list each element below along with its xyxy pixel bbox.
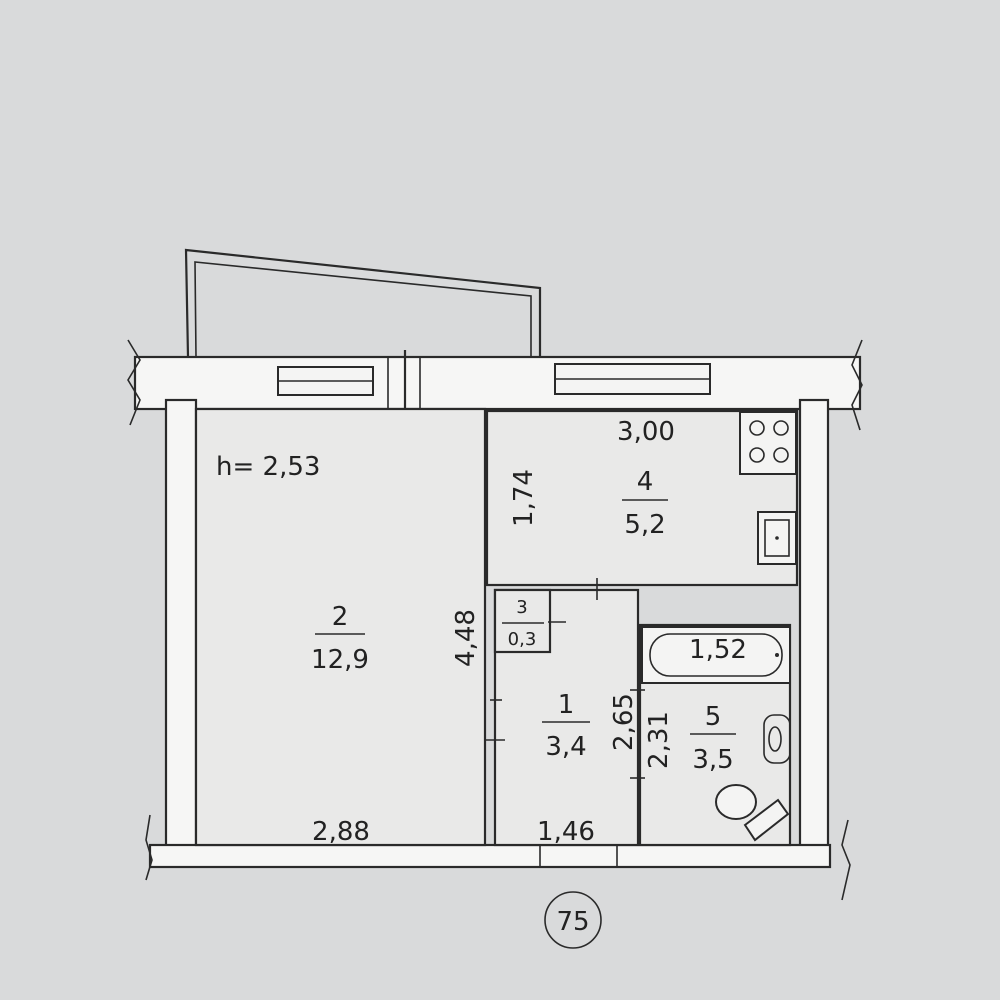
bath-width-dim: 1,52 (689, 635, 747, 665)
room-2-depth-dim: 4,48 (451, 609, 481, 667)
room-5-number: 5 (705, 702, 722, 732)
bathtub-icon (641, 626, 791, 684)
room-4-area: 5,2 (624, 510, 665, 540)
balcony-door (387, 350, 421, 418)
room-2-area: 12,9 (311, 645, 369, 675)
room-2-width-dim: 2,88 (312, 817, 370, 847)
kitchen-width-dim: 3,00 (617, 417, 675, 447)
room-1-hall (493, 588, 640, 847)
building-number: 75 (556, 907, 589, 937)
kitchen-sink-icon (757, 511, 797, 565)
window-room2 (277, 366, 374, 396)
stove-icon (739, 411, 797, 475)
toilet-icon (715, 784, 790, 842)
room-3-closet (493, 588, 552, 654)
kitchen-depth-dim: 1,74 (509, 469, 539, 527)
window-kitchen (554, 363, 711, 395)
room-4-number: 4 (637, 467, 654, 497)
room-3-number: 3 (516, 597, 527, 618)
exterior-walls (133, 355, 862, 869)
room-1-area: 3,4 (545, 732, 586, 762)
room-1-width-dim: 1,46 (537, 817, 595, 847)
room-2-living (194, 407, 487, 847)
room-1-depth-dim: 2,65 (609, 693, 639, 751)
building-number-circle (544, 891, 602, 949)
room-1-number: 1 (558, 690, 575, 720)
room-5-area: 3,5 (692, 745, 733, 775)
room-2-number: 2 (332, 602, 349, 632)
washbasin-icon (763, 714, 791, 764)
bath-depth-dim: 2,31 (644, 711, 674, 769)
balcony (184, 248, 542, 358)
room-3-area: 0,3 (508, 629, 537, 650)
ceiling-height-label: h= 2,53 (216, 452, 320, 482)
